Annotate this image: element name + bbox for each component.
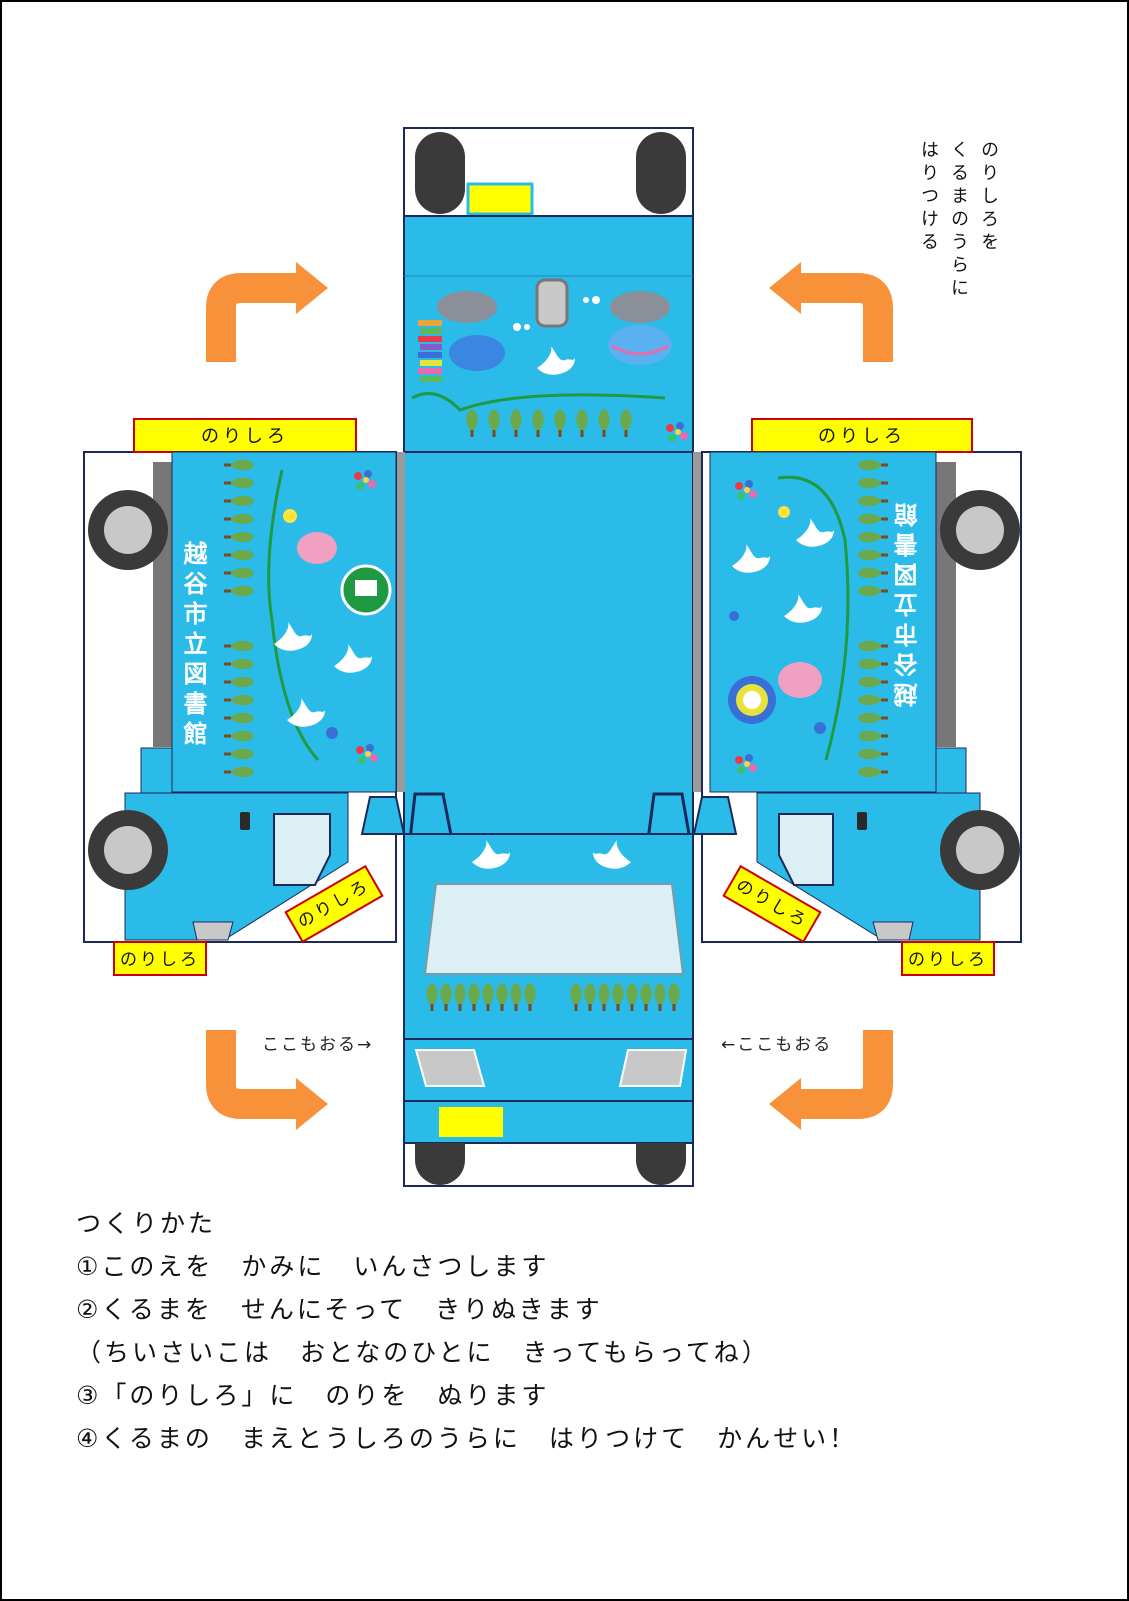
truck-right-side — [701, 418, 1022, 943]
truck-left-side — [83, 418, 397, 943]
windshield — [423, 883, 685, 975]
dog-character-icon — [437, 291, 670, 331]
fold-hint-right: ←ここもおる — [721, 1035, 833, 1055]
library-name-right: 越谷市立図書館 — [894, 497, 922, 707]
cat-character-icon — [297, 532, 337, 564]
orange-turn-arrow-icon — [206, 273, 893, 1119]
tire-icon — [415, 132, 465, 214]
instruction-step-1: ①このえを かみに いんさつします — [76, 1252, 550, 1281]
cat-character-icon — [778, 662, 822, 698]
arrow-heads — [296, 262, 801, 1130]
book-stack-icon — [418, 320, 442, 382]
instruction-step-4: ④くるまの まえとうしろのうらに はりつけて かんせい！ — [76, 1424, 858, 1453]
instruction-step-2: ②くるまを せんにそって きりぬきます — [76, 1295, 603, 1324]
cat-character-icon — [449, 325, 672, 371]
instructions-title: つくりかた — [76, 1209, 217, 1238]
tab-label-bottom-left: のりしろ — [120, 950, 200, 970]
glue-note-line-2: くるまのうらに — [948, 140, 969, 301]
flower-icon — [728, 676, 776, 724]
truck-center-strip — [396, 127, 702, 1187]
tab-label-top-right: のりしろ — [818, 426, 906, 447]
library-name-left: 越谷市立図書館 — [179, 541, 207, 751]
instruction-step-3: ③「のりしろ」に のりを ぬります — [76, 1381, 550, 1410]
tab-label-top-left: のりしろ — [201, 426, 289, 447]
fold-hint-left: ここもおる→ — [262, 1035, 374, 1055]
instruction-note: （ちいさいこは おとなのひとに きってもらってね） — [76, 1338, 770, 1367]
instructions: つくりかた ①このえを かみに いんさつします ②くるまを せんにそって きりぬ… — [76, 1204, 857, 1462]
tab-label-bottom-right: のりしろ — [908, 950, 988, 970]
tire-icon — [415, 1143, 465, 1185]
glue-note-line-3: はりつける — [918, 140, 939, 255]
glue-note-line-1: のりしろを — [978, 140, 999, 255]
tire-icon — [636, 132, 686, 214]
tire-icon — [636, 1143, 686, 1185]
